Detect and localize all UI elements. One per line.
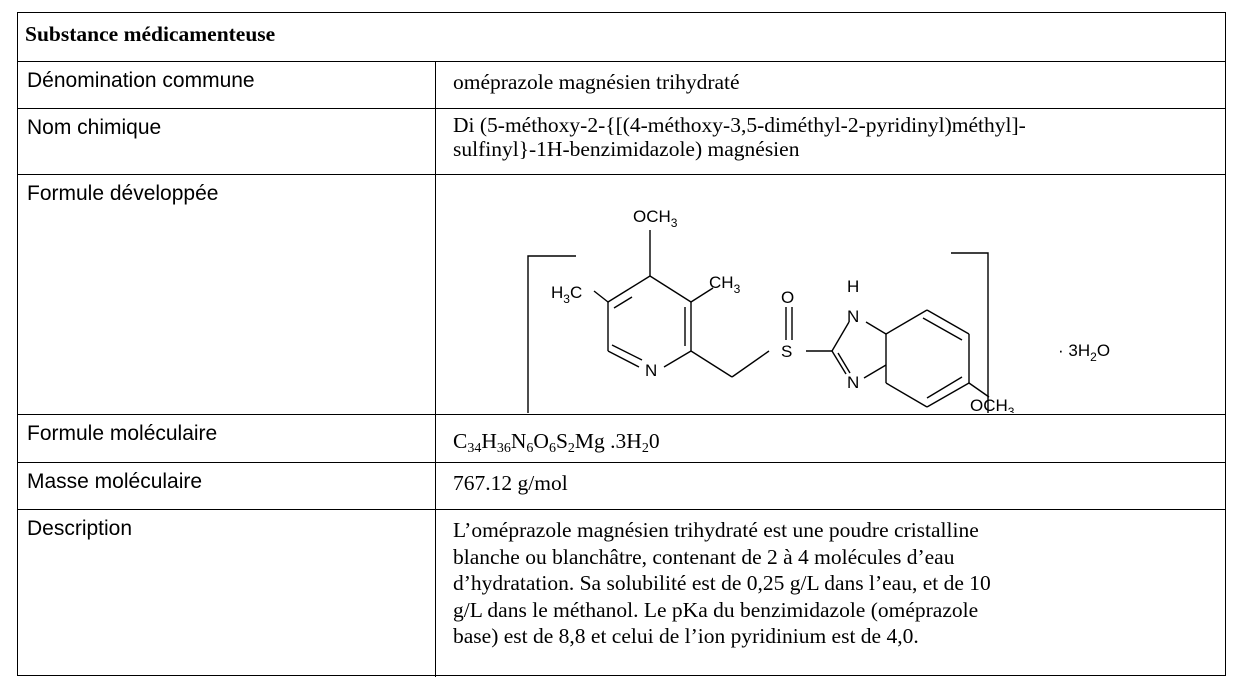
row-label-structural-formula: Formule développée [18, 175, 436, 414]
nh-hydrogen-label: H [847, 277, 859, 296]
formula-text: 0 [648, 429, 660, 453]
structural-formula-diagram: OCH3 H3C CH3 O S H N N N OCH3 · 3H2O [527, 207, 1110, 413]
chemical-name-line-2: sulfinyl}-1H-benzimidazole) magnésien [453, 137, 800, 161]
row-label-denomination: Dénomination commune [18, 62, 436, 108]
chemical-name-line-1: Di (5-méthoxy-2-{[(4-méthoxy-3,5-diméthy… [453, 113, 1026, 137]
formula-text: H [481, 429, 497, 453]
formula-subscript: 6 [548, 441, 556, 456]
formula-subscript: 2 [567, 441, 575, 456]
row-label-molecular-formula: Formule moléculaire [18, 415, 436, 462]
table-row-chemical-name: Nom chimique Di (5-méthoxy-2-{[(4-méthox… [18, 108, 1225, 174]
description-line-3: d’hydratation. Sa solubilité est de 0,25… [453, 571, 991, 595]
row-value-structural-formula: OCH3 H3C CH3 O S H N N N OCH3 · 3H2O [436, 175, 1225, 414]
right-bracket [951, 252, 989, 413]
row-value-denomination: oméprazole magnésien trihydraté [453, 70, 740, 94]
formula-text: Mg .3H [574, 429, 642, 453]
description-line-1: L’oméprazole magnésien trihydraté est un… [453, 518, 979, 542]
formula-text: O [533, 429, 549, 453]
row-value-chemical-name: Di (5-méthoxy-2-{[(4-méthoxy-3,5-diméthy… [436, 109, 1225, 174]
formula-subscript: 2 [641, 441, 649, 456]
formula-text: C [453, 429, 468, 453]
table-row-molecular-mass: Masse moléculaire 767.12 g/mol [18, 462, 1225, 509]
formula-text: S [555, 429, 568, 453]
row-value-molecular-formula: C34H36N6O6S2Mg .3H20 [436, 415, 1225, 462]
formula-subscript: 6 [526, 441, 534, 456]
table-row-description: Description L’oméprazole magnésien trihy… [18, 509, 1225, 677]
table-row-structural-formula: Formule développée [18, 174, 1225, 414]
formula-text: N [510, 429, 527, 453]
imidazole-nitrogen-label: N [847, 373, 859, 392]
nh-nitrogen-label: N [847, 307, 859, 326]
description-line-5: base) est de 8,8 et celui de l’ion pyrid… [453, 624, 919, 648]
left-bracket [527, 255, 576, 413]
table-row-molecular-formula: Formule moléculaire C34H36N6O6S2Mg .3H20 [18, 414, 1225, 462]
och3-bottom-label: OCH3 [970, 396, 1015, 413]
row-label-description: Description [18, 510, 436, 677]
h3c-label: H3C [551, 283, 582, 306]
row-label-chemical-name: Nom chimique [18, 109, 436, 174]
och3-top-label: OCH3 [633, 207, 678, 230]
row-value-description: L’oméprazole magnésien trihydraté est un… [436, 510, 1225, 677]
hydrate-label: · 3H2O [1058, 341, 1110, 364]
monograph-table: Substance médicamenteuse Dénomination co… [17, 12, 1226, 677]
formula-subscript: 34 [467, 441, 482, 456]
table-row-denomination: Dénomination commune oméprazole magnésie… [18, 61, 1225, 108]
table-header-row: Substance médicamenteuse [18, 13, 1225, 61]
row-value-molecular-mass: 767.12 g/mol [453, 471, 568, 495]
formula-subscript: 36 [496, 441, 511, 456]
description-line-4: g/L dans le méthanol. Le pKa du benzimid… [453, 597, 979, 622]
ch3-label: CH3 [709, 273, 741, 296]
pyridine-nitrogen-label: N [645, 361, 657, 380]
sulfur-label: S [781, 342, 792, 361]
table-header: Substance médicamenteuse [25, 22, 276, 46]
row-label-molecular-mass: Masse moléculaire [18, 463, 436, 509]
oxygen-label: O [781, 288, 794, 307]
description-line-2: blanche ou blanchâtre, contenant de 2 à … [453, 544, 955, 569]
